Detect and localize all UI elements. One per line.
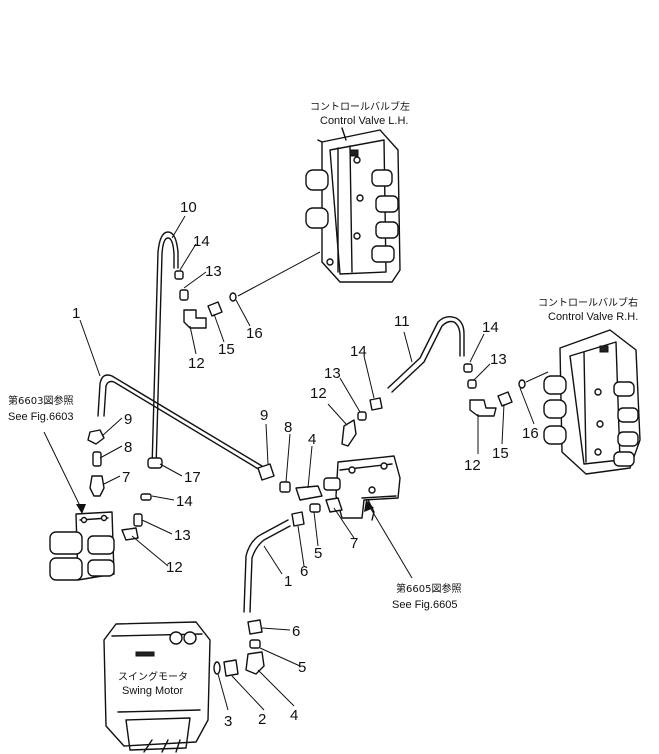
swing-motor-illustration: [103, 621, 211, 753]
part-number-3: 3: [224, 713, 232, 730]
part-number-10: 10: [180, 199, 197, 216]
part-number-8: 8: [284, 419, 292, 436]
tube-1-left: [97, 374, 263, 467]
part-number-2: 2: [258, 711, 266, 728]
part-number-12: 12: [310, 385, 327, 402]
part-number-4: 4: [308, 431, 316, 448]
part-number-6: 6: [292, 623, 300, 640]
part-number-7: 7: [122, 469, 130, 486]
see-fig-6603-label-en: See Fig.6603: [8, 411, 73, 423]
part-number-5: 5: [314, 545, 322, 562]
part-number-13: 13: [174, 527, 191, 544]
part-number-12: 12: [464, 457, 481, 474]
part-number-9: 9: [124, 411, 132, 428]
control-valve-rh-label-en: Control Valve R.H.: [548, 311, 638, 323]
part-number-15: 15: [218, 341, 235, 358]
leader-lines: [43, 215, 549, 711]
part-number-9: 9: [260, 407, 268, 424]
reference-notes: コントロールバルブ左 Control Valve L.H. コントロールバルブ右…: [8, 100, 638, 697]
valve-block-fig6603-illustration: [49, 511, 115, 581]
tube-11: [387, 315, 465, 389]
part-number-6: 6: [300, 563, 308, 580]
part-number-1: 1: [72, 305, 80, 322]
see-fig-6603-label-jp: 第6603図参照: [8, 394, 73, 407]
part-number-16: 16: [246, 325, 263, 342]
part-number-13: 13: [324, 365, 341, 382]
part-number-14: 14: [193, 233, 210, 250]
part-number-12: 12: [188, 355, 205, 372]
part-number-4: 4: [290, 707, 298, 724]
part-number-16: 16: [522, 425, 539, 442]
part-number-11: 11: [394, 313, 410, 330]
part-number-1: 1: [284, 573, 292, 590]
tube-1-lower: [243, 519, 289, 613]
swing-motor-label-jp: スイングモータ: [118, 670, 188, 683]
control-valve-rh-illustration: [543, 329, 641, 475]
fittings: [87, 270, 526, 677]
swing-motor-label-en: Swing Motor: [122, 685, 183, 697]
see-fig-6605-label-jp: 第6605図参照: [396, 582, 461, 595]
part-number-12: 12: [166, 559, 183, 576]
part-number-14: 14: [350, 343, 367, 360]
control-valve-lh-illustration: [305, 127, 401, 283]
part-number-8: 8: [124, 439, 132, 456]
part-number-14: 14: [176, 493, 193, 510]
control-valve-rh-label-jp: コントロールバルブ右: [538, 296, 638, 309]
control-valve-lh-label-jp: コントロールバルブ左: [310, 100, 410, 113]
part-number-17: 17: [184, 469, 201, 486]
part-number-13: 13: [205, 263, 222, 280]
part-number-5: 5: [298, 659, 306, 676]
part-number-13: 13: [490, 351, 507, 368]
tubes: [97, 231, 465, 613]
part-number-14: 14: [482, 319, 499, 336]
part-number-15: 15: [492, 445, 509, 462]
manifold-block-illustration: [323, 455, 401, 521]
control-valve-lh-label-en: Control Valve L.H.: [320, 115, 408, 127]
tube-10: [151, 231, 179, 469]
see-fig-6605-label-en: See Fig.6605: [392, 599, 457, 611]
part-number-labels: 10 14 13 12 15 16 1 9 8 7 17 14 13 12 9 …: [72, 199, 539, 730]
part-number-7: 7: [350, 535, 358, 552]
